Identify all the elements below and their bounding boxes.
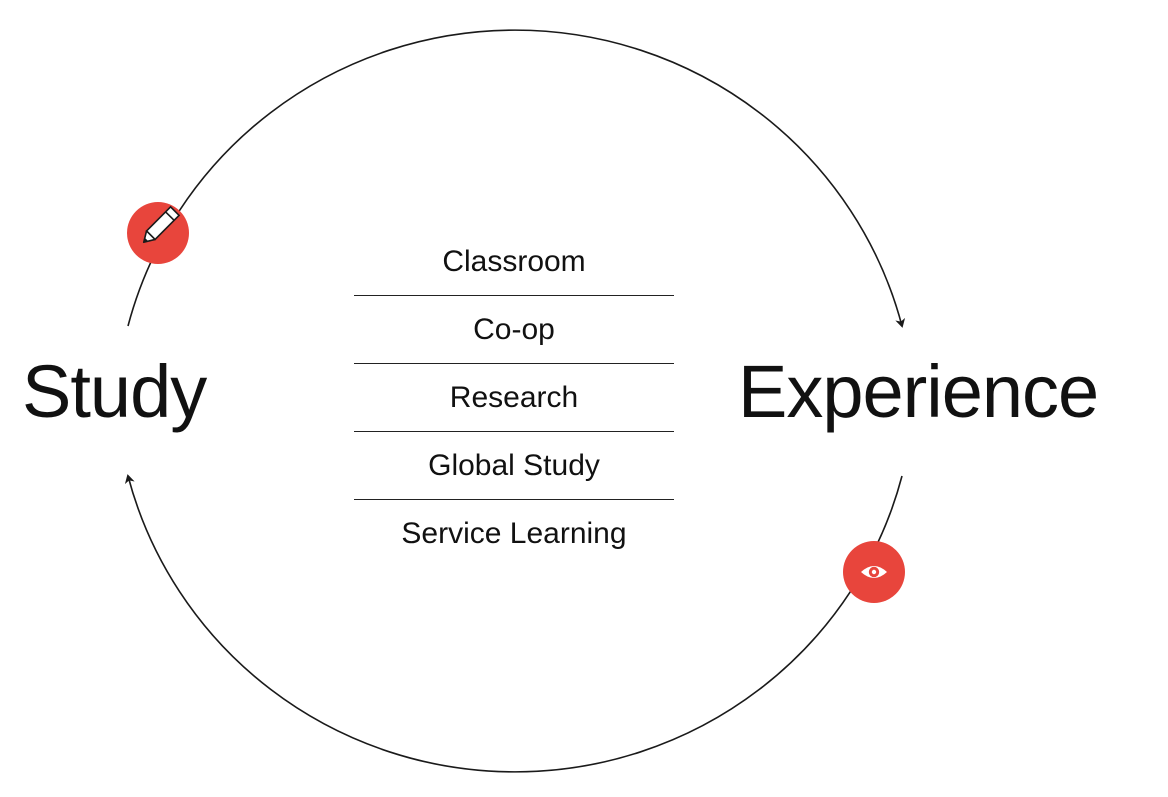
study-badge: [127, 202, 189, 264]
mode-item-research: Research: [354, 364, 674, 432]
pencil-icon: [127, 202, 189, 264]
mode-item-service-learning: Service Learning: [401, 517, 627, 550]
experience-label: Experience: [738, 350, 1099, 433]
mode-item-co-op: Co-op: [354, 296, 674, 364]
study-label: Study: [22, 350, 207, 433]
arc-study-to-experience: [127, 29, 906, 328]
mode-item-global-study: Global Study: [354, 432, 674, 500]
learning-modes-list: Classroom Co-op Research Global Study Se…: [354, 228, 674, 568]
eye-icon: [843, 541, 905, 603]
mode-item-classroom: Classroom: [354, 228, 674, 296]
arc-experience-to-study: [124, 474, 903, 773]
experience-badge: [843, 541, 905, 603]
